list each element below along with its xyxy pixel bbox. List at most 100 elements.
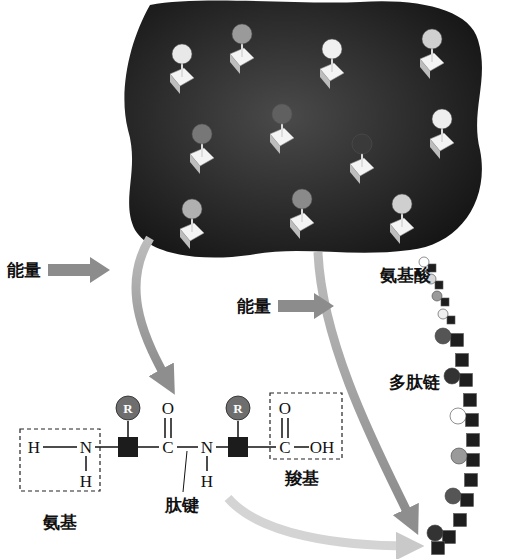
- bond: [237, 421, 239, 437]
- amino-acid-ball: [322, 39, 342, 59]
- bond: [85, 456, 87, 471]
- amino-acid-cloud: [124, 0, 482, 257]
- bond: [95, 446, 118, 448]
- amino-acid-side: [190, 154, 200, 174]
- atom-symbol: C: [279, 439, 290, 456]
- amino-acid: [350, 134, 374, 184]
- chain-residue: [464, 394, 477, 407]
- chain-residue: [460, 374, 473, 387]
- amino-acid-ball: [232, 24, 252, 44]
- bond: [43, 446, 77, 448]
- amino-acid: [390, 194, 414, 244]
- energy-arrow: [48, 257, 110, 283]
- amino-acid-ball: [182, 199, 202, 219]
- chain-side-group: [445, 488, 461, 504]
- bond: [294, 446, 309, 448]
- chain-residue: [456, 354, 469, 367]
- part-name: 羧基: [285, 470, 319, 487]
- amino-acid: [290, 189, 314, 239]
- chain-residue: [467, 434, 480, 447]
- amino-acid-side: [430, 139, 440, 159]
- amino-acid-side: [390, 224, 400, 244]
- bond: [281, 418, 283, 438]
- amino-acid-ball: [192, 124, 212, 144]
- bond: [170, 418, 172, 438]
- amino-acid: [190, 124, 214, 174]
- bond: [127, 421, 129, 437]
- chain-residue: [451, 334, 464, 347]
- energy-label: 能量: [7, 262, 41, 279]
- chain-residue: [466, 414, 479, 427]
- chain-residue: [432, 542, 445, 555]
- bond: [248, 446, 276, 448]
- r-group-symbol: R: [123, 402, 132, 415]
- atom-symbol: N: [80, 439, 92, 456]
- part-name: 氨基: [43, 514, 77, 531]
- flow-arrow: [136, 238, 168, 382]
- chain-residue: [441, 298, 449, 306]
- bond: [287, 418, 289, 438]
- amino-acid: [170, 44, 194, 94]
- amino-acid-ball: [352, 134, 372, 154]
- chain-residue: [465, 474, 478, 487]
- amino-acid-side: [180, 229, 190, 249]
- r-group-ball: [226, 396, 250, 420]
- amino-acid: [230, 24, 254, 74]
- atom-symbol: H: [201, 473, 213, 490]
- chain-residue: [435, 281, 443, 289]
- leader-line: [183, 451, 187, 492]
- amino-acid-side: [350, 164, 360, 184]
- amino-group-box: [20, 429, 100, 491]
- amino-acid-side: [230, 54, 240, 74]
- amino-acid: [180, 199, 204, 249]
- amino-acid: [320, 39, 344, 89]
- chain-side-group: [451, 448, 467, 464]
- atom-symbol: O: [279, 400, 291, 417]
- amino-acid-ball: [432, 109, 452, 129]
- bond: [206, 456, 208, 471]
- flow-arrow: [228, 498, 410, 546]
- atom-symbol: H: [80, 473, 92, 490]
- part-name: 多肽链: [389, 374, 440, 391]
- chain-residue: [454, 514, 467, 527]
- amino-acid: [270, 104, 294, 154]
- r-group-ball: [116, 396, 140, 420]
- chain-side-group: [427, 525, 443, 541]
- chain-side-group: [435, 328, 451, 344]
- amino-acid-ball: [292, 189, 312, 209]
- energy-label: 能量: [237, 298, 271, 315]
- amino-acid-side: [270, 134, 280, 154]
- chain-side-group: [419, 257, 429, 267]
- atom-symbol: H: [28, 439, 40, 456]
- atom-symbol: O: [162, 400, 174, 417]
- chain-side-group: [444, 368, 460, 384]
- bond: [177, 446, 198, 448]
- atom-symbol: N: [201, 439, 213, 456]
- energy-arrow: [278, 293, 334, 319]
- bond: [164, 418, 166, 438]
- chain-residue: [447, 316, 455, 324]
- amino-acid-side: [290, 219, 300, 239]
- part-name: 氨基酸: [380, 267, 431, 284]
- bond: [216, 446, 228, 448]
- alpha-carbon: [118, 437, 138, 457]
- r-group-symbol: R: [233, 402, 242, 415]
- amino-acid-ball: [172, 44, 192, 64]
- amino-acid-ball: [422, 29, 442, 49]
- chain-residue: [461, 494, 474, 507]
- amino-acid-side: [420, 59, 430, 79]
- carboxyl-group-box: [270, 393, 342, 459]
- alpha-carbon: [228, 437, 248, 457]
- amino-acid-ball: [272, 104, 292, 124]
- amino-acid-ball: [392, 194, 412, 214]
- part-name: 肽键: [165, 497, 199, 514]
- chain-side-group: [432, 291, 442, 301]
- atom-symbol: OH: [310, 439, 335, 456]
- atom-symbol: C: [162, 439, 173, 456]
- chain-residue: [467, 454, 480, 467]
- amino-acid: [430, 109, 454, 159]
- amino-acid: [420, 29, 444, 79]
- chain-side-group: [450, 408, 466, 424]
